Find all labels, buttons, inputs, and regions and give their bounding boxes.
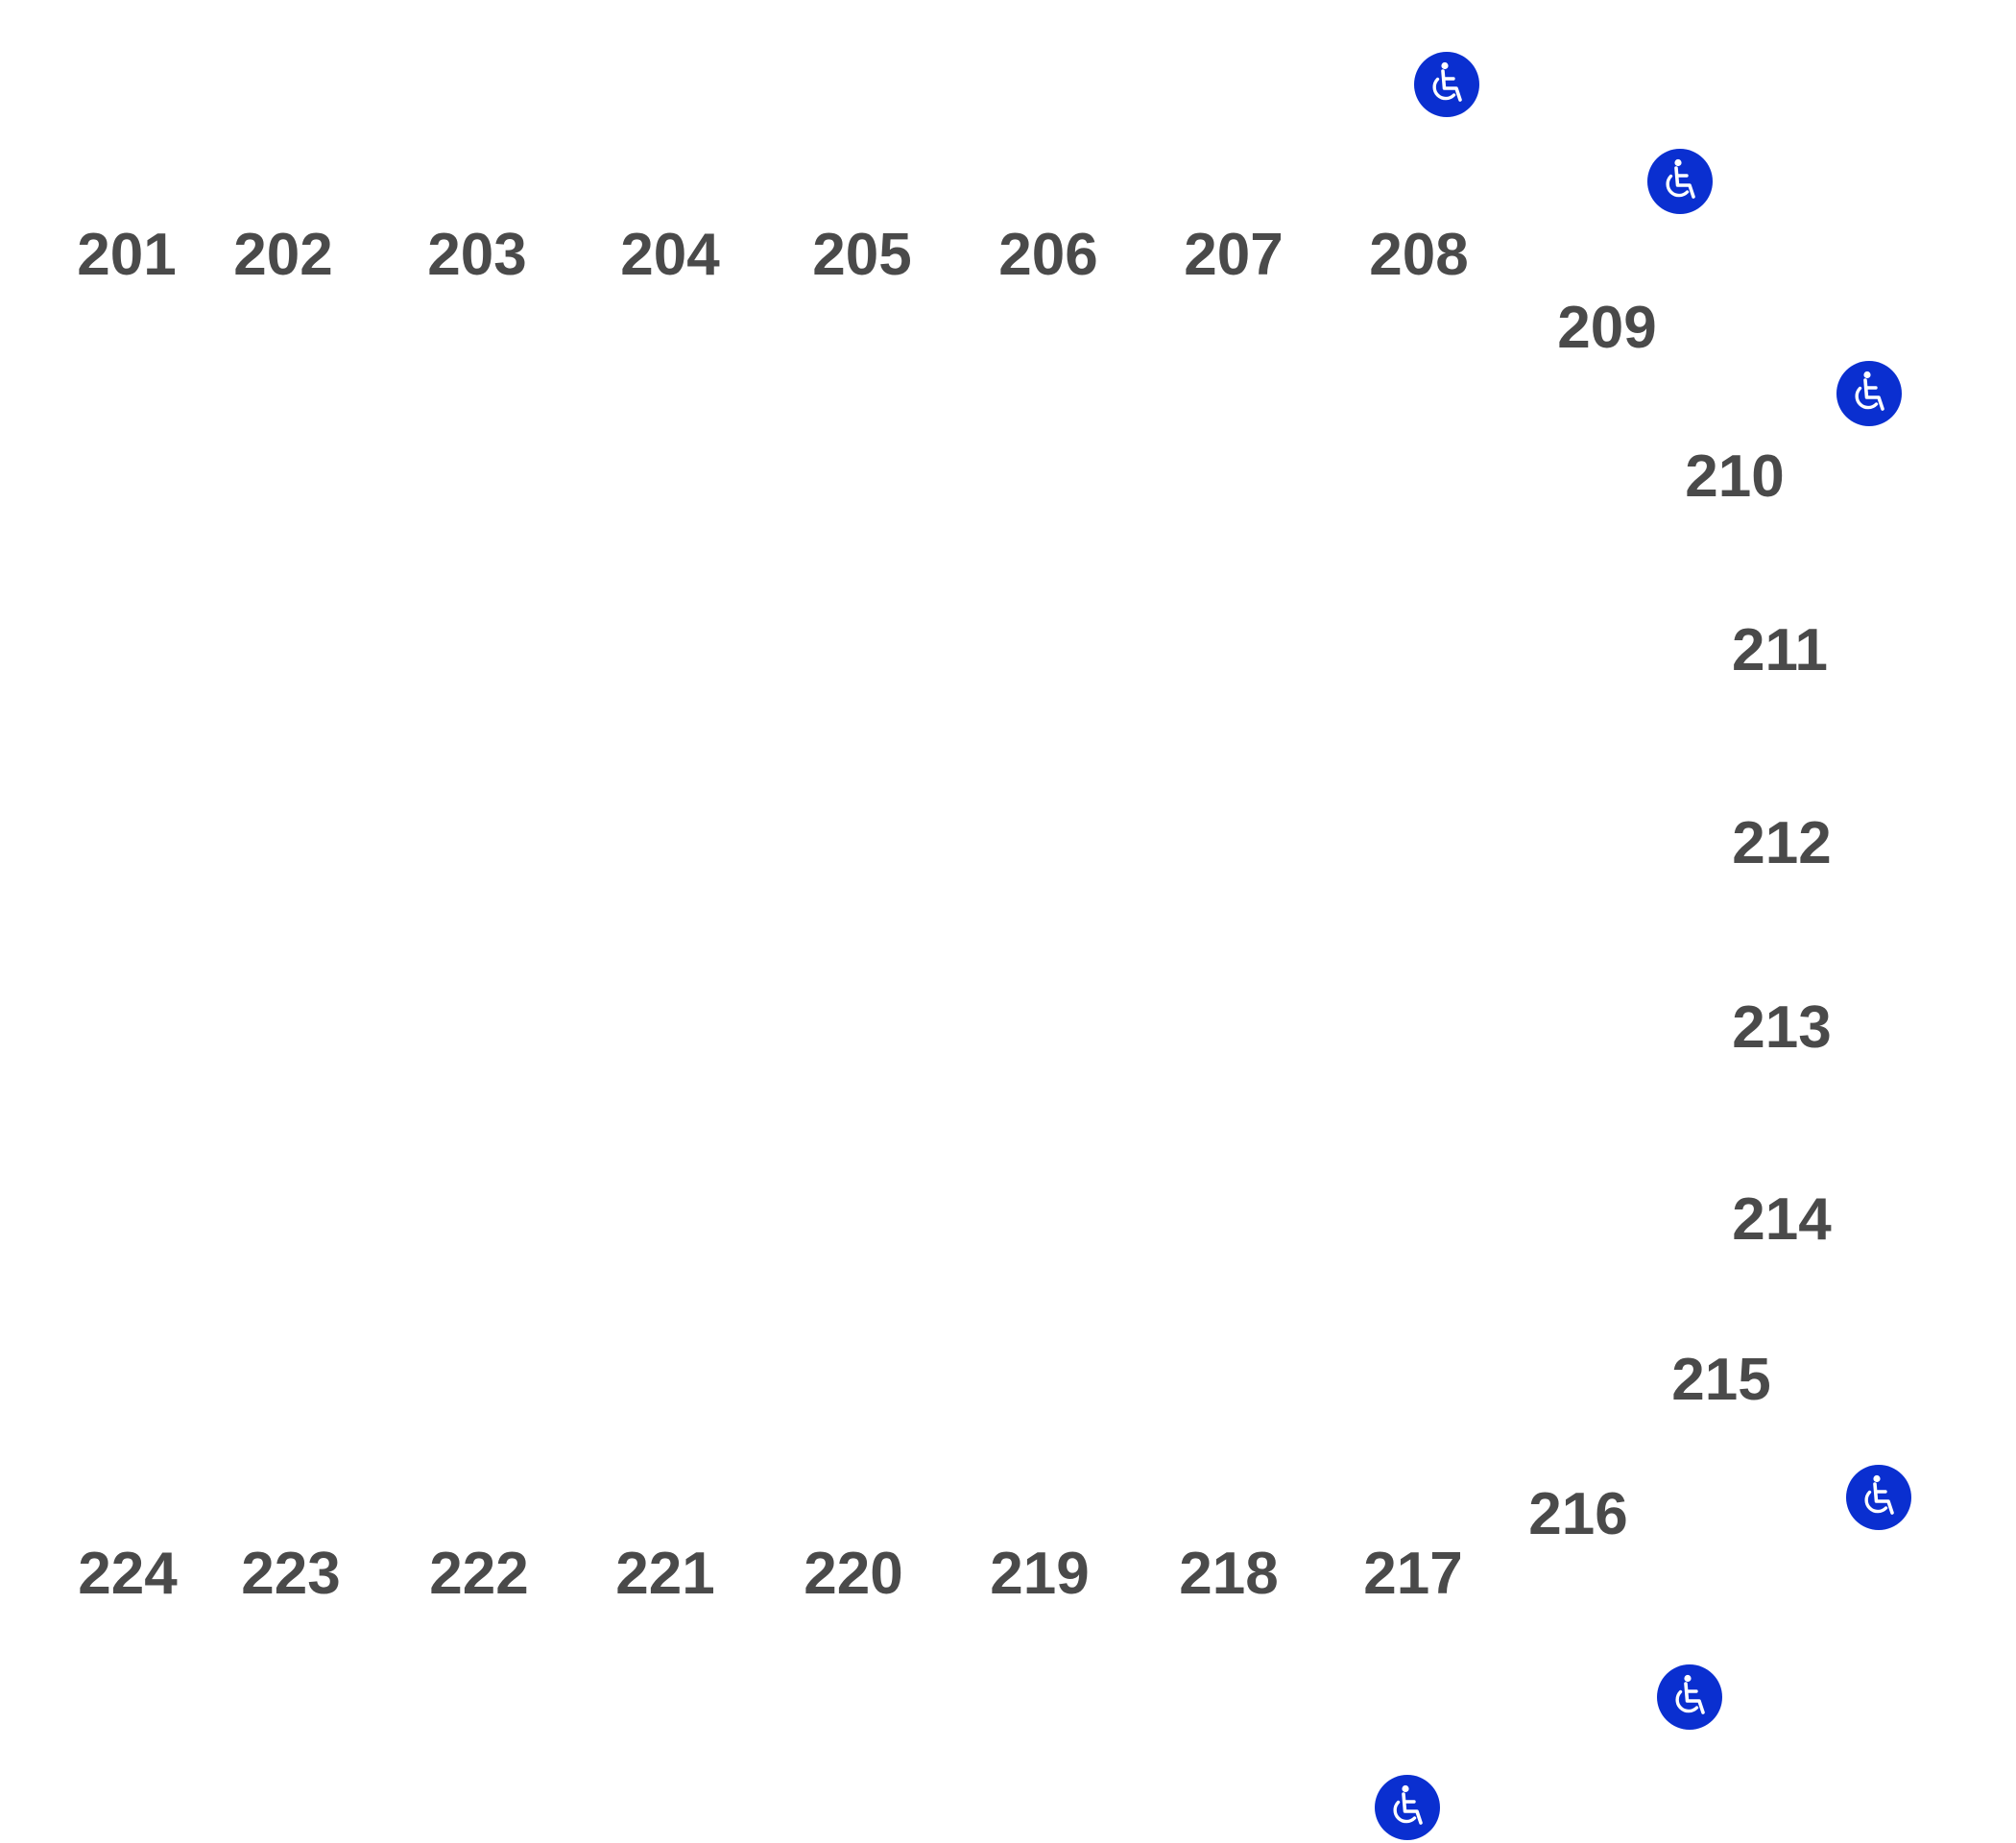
wheelchair-icon[interactable]: [1375, 1775, 1440, 1840]
wheelchair-icon-graphic: [1657, 1664, 1722, 1730]
section-212[interactable]: 212: [1732, 810, 1832, 876]
section-213[interactable]: 213: [1732, 994, 1832, 1061]
section-208[interactable]: 208: [1369, 222, 1469, 288]
section-211[interactable]: 211: [1731, 617, 1829, 683]
section-214[interactable]: 214: [1732, 1186, 1832, 1253]
section-220[interactable]: 220: [804, 1541, 903, 1607]
section-221[interactable]: 221: [615, 1541, 715, 1607]
section-222[interactable]: 222: [429, 1541, 529, 1607]
wheelchair-icon-graphic: [1414, 52, 1479, 117]
wheelchair-icon[interactable]: [1647, 149, 1713, 214]
section-201[interactable]: 201: [77, 222, 177, 288]
section-210[interactable]: 210: [1685, 443, 1785, 510]
wheelchair-icon-graphic: [1836, 361, 1902, 426]
wheelchair-icon-graphic: [1846, 1465, 1911, 1530]
wheelchair-icon[interactable]: [1414, 52, 1479, 117]
section-206[interactable]: 206: [998, 222, 1098, 288]
section-202[interactable]: 202: [233, 222, 333, 288]
wheelchair-icon[interactable]: [1836, 361, 1902, 426]
section-209[interactable]: 209: [1557, 295, 1657, 361]
section-207[interactable]: 207: [1184, 222, 1284, 288]
wheelchair-icon[interactable]: [1657, 1664, 1722, 1730]
section-216[interactable]: 216: [1528, 1481, 1628, 1547]
wheelchair-icon-graphic: [1647, 149, 1713, 214]
section-217[interactable]: 217: [1363, 1541, 1463, 1607]
section-219[interactable]: 219: [990, 1541, 1090, 1607]
section-224[interactable]: 224: [78, 1541, 178, 1607]
section-218[interactable]: 218: [1179, 1541, 1279, 1607]
section-204[interactable]: 204: [620, 222, 720, 288]
section-205[interactable]: 205: [812, 222, 912, 288]
wheelchair-icon-graphic: [1375, 1775, 1440, 1840]
section-203[interactable]: 203: [427, 222, 527, 288]
wheelchair-icon[interactable]: [1846, 1465, 1911, 1530]
section-223[interactable]: 223: [241, 1541, 341, 1607]
section-215[interactable]: 215: [1671, 1347, 1771, 1413]
